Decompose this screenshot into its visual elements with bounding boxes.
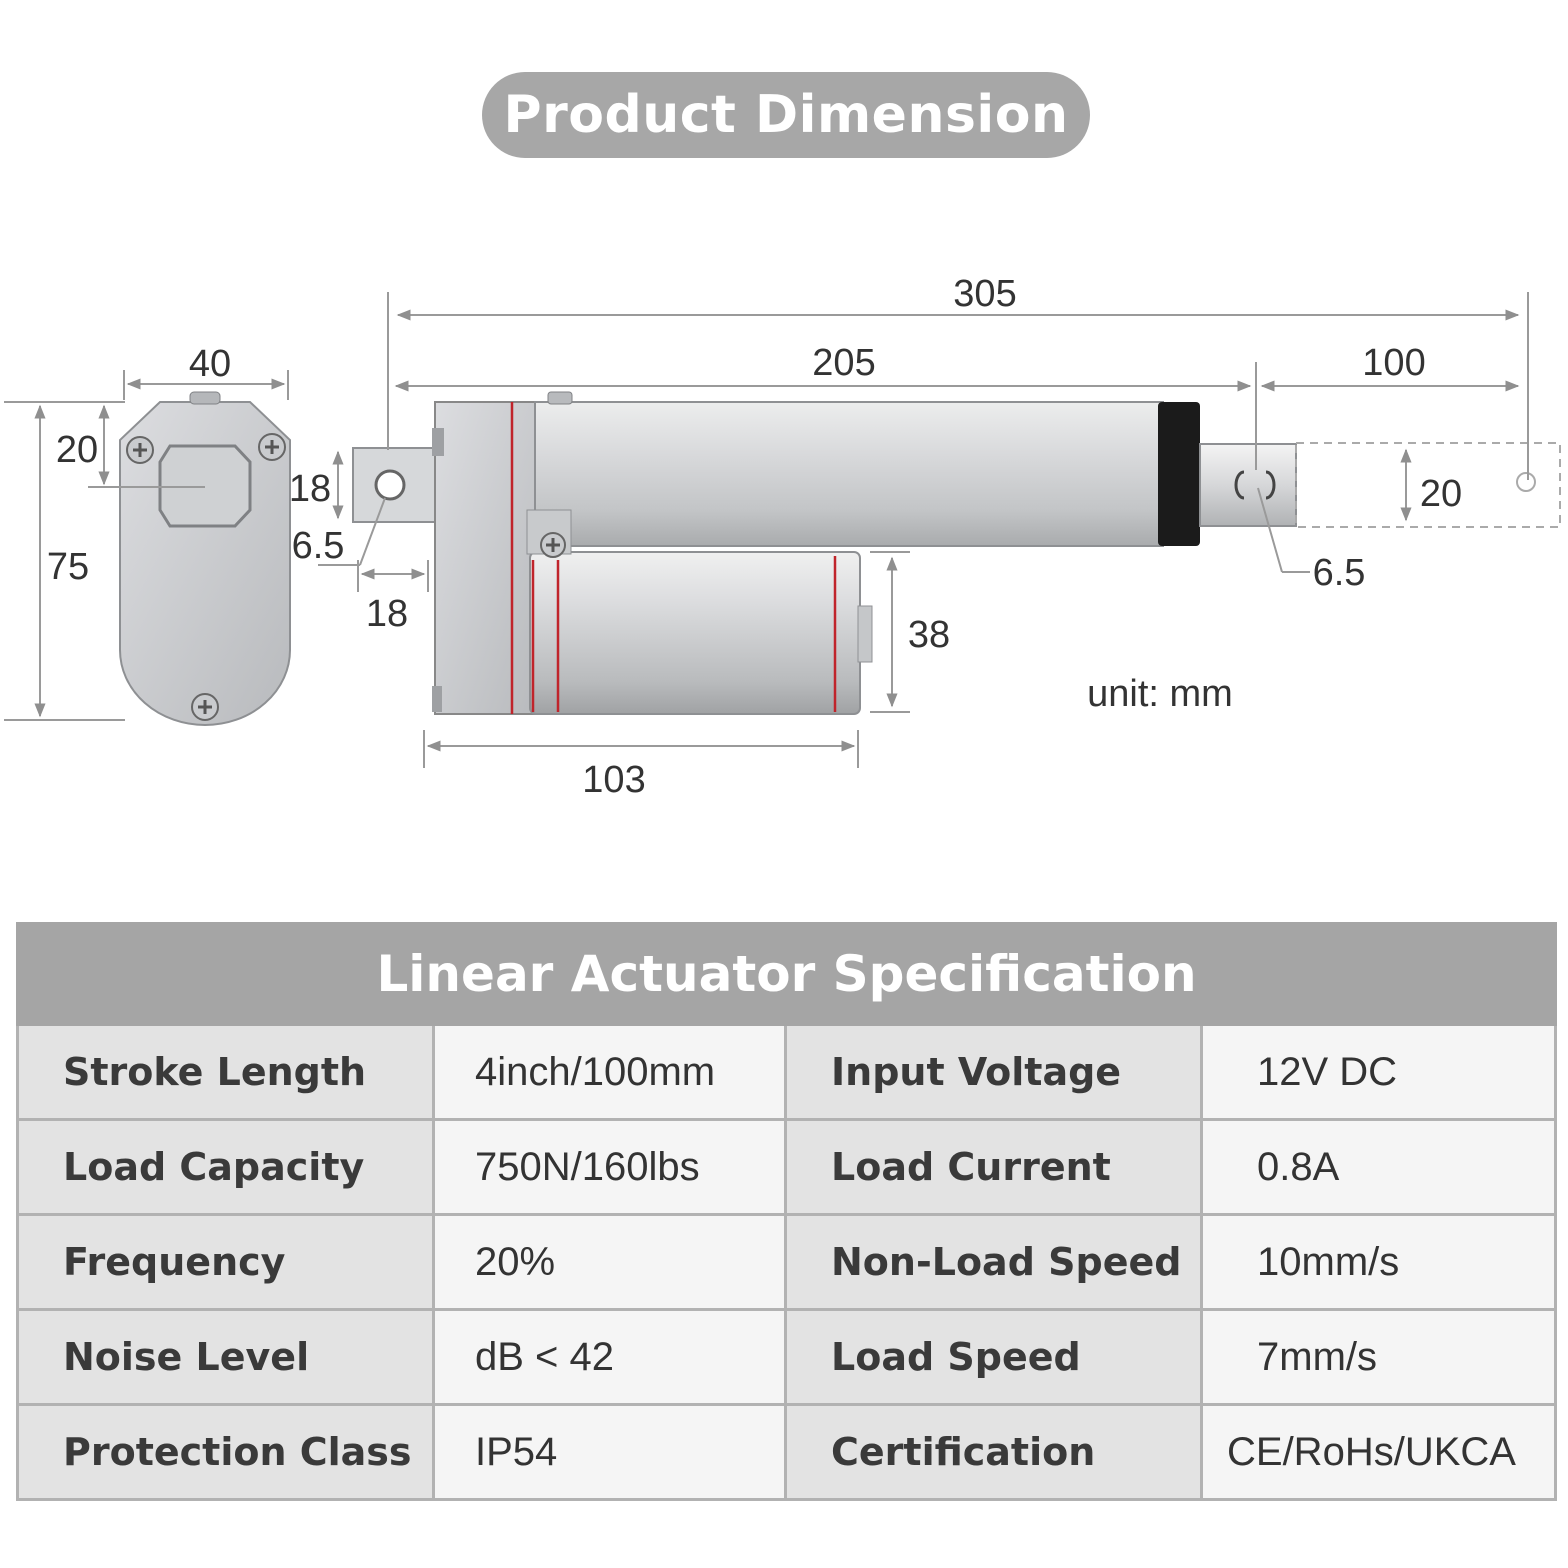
dimension-mount-depth: 18 xyxy=(366,593,408,635)
screw-icon xyxy=(540,532,566,558)
spec-value: 7mm/s xyxy=(1200,1308,1557,1406)
spec-label: Stroke Length xyxy=(16,1023,435,1121)
dimension-motor-diameter: 38 xyxy=(908,614,950,656)
dimension-motor-length: 103 xyxy=(582,759,645,801)
table-row: Stroke Length 4inch/100mm Input Voltage … xyxy=(16,1023,1557,1121)
dimension-body-length: 205 xyxy=(812,342,875,384)
screw-icon xyxy=(126,436,154,464)
spec-value: 750N/160lbs xyxy=(432,1118,787,1216)
dimension-overall-length: 305 xyxy=(953,273,1016,315)
dimension-height: 75 xyxy=(47,546,89,588)
dimension-rod-diameter: 20 xyxy=(1420,473,1462,515)
table-row: Protection Class IP54 Certification CE/R… xyxy=(16,1403,1557,1501)
end-view-dimension-lines xyxy=(4,370,289,721)
spec-value: 0.8A xyxy=(1200,1118,1557,1216)
dimension-stroke: 100 xyxy=(1362,342,1425,384)
screw-icon xyxy=(191,693,219,721)
unit-note: unit: mm xyxy=(1087,673,1233,715)
dimension-top-offset: 20 xyxy=(56,429,98,471)
mount-hole-icon xyxy=(374,469,406,501)
side-view-dimension-lines xyxy=(318,292,1529,768)
spec-table-header: Linear Actuator Specification xyxy=(16,922,1557,1026)
spec-value: 12V DC xyxy=(1200,1023,1557,1121)
table-row: Frequency 20% Non-Load Speed 10mm/s xyxy=(16,1213,1557,1311)
spec-table: Linear Actuator Specification Stroke Len… xyxy=(16,922,1557,1501)
spec-label: Non-Load Speed xyxy=(784,1213,1203,1311)
spec-table-title: Linear Actuator Specification xyxy=(16,922,1557,1026)
spec-value: 4inch/100mm xyxy=(432,1023,787,1121)
spec-value: 20% xyxy=(432,1213,787,1311)
spec-label: Input Voltage xyxy=(784,1023,1203,1121)
actuator-dimension-diagram: 40 20 75 305 205 100 18 6.5 18 38 103 20… xyxy=(4,273,1561,801)
side-view-part xyxy=(352,391,1561,715)
spec-label: Noise Level xyxy=(16,1308,435,1406)
spec-value: dB < 42 xyxy=(432,1308,787,1406)
table-row: Noise Level dB < 42 Load Speed 7mm/s xyxy=(16,1308,1557,1406)
dimension-width: 40 xyxy=(189,343,231,385)
spec-label: Load Capacity xyxy=(16,1118,435,1216)
spec-label: Protection Class xyxy=(16,1403,435,1501)
spec-label: Frequency xyxy=(16,1213,435,1311)
dimension-mount-hole: 6.5 xyxy=(292,525,345,567)
spec-label: Certification xyxy=(784,1403,1203,1501)
spec-value: CE/RoHs/UKCA xyxy=(1200,1403,1557,1501)
spec-label: Load Speed xyxy=(784,1308,1203,1406)
spec-value: IP54 xyxy=(432,1403,787,1501)
dimension-rod-hole: 6.5 xyxy=(1313,552,1366,594)
page-title: Product Dimension xyxy=(482,72,1090,158)
dimension-mount-height: 18 xyxy=(289,468,331,510)
table-row: Load Capacity 750N/160lbs Load Current 0… xyxy=(16,1118,1557,1216)
spec-value: 10mm/s xyxy=(1200,1213,1557,1311)
screw-icon xyxy=(258,433,286,461)
end-view-part xyxy=(119,391,291,726)
spec-label: Load Current xyxy=(784,1118,1203,1216)
